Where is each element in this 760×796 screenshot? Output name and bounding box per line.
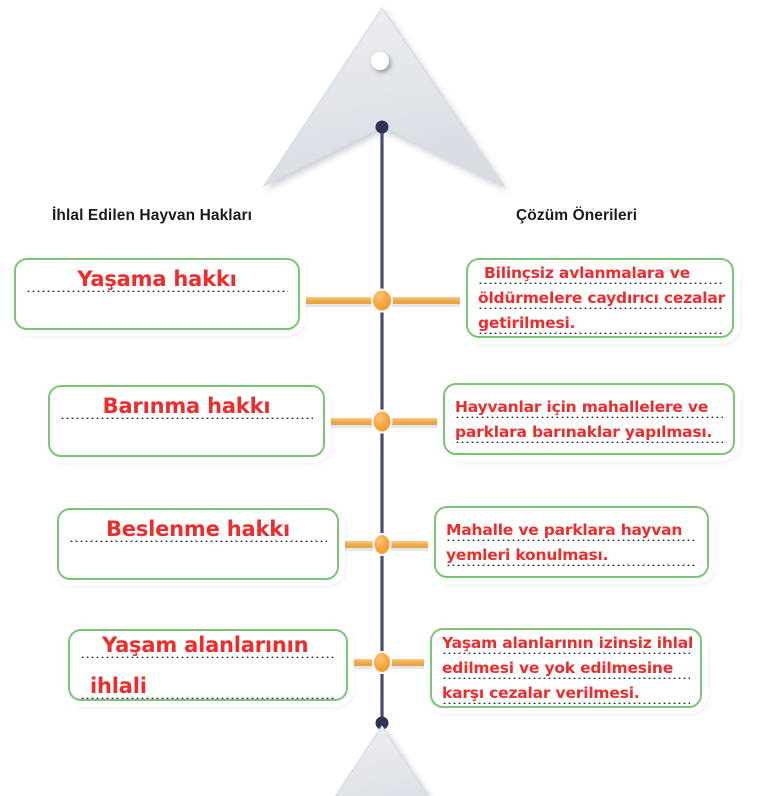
rib-row-2 (325, 418, 447, 428)
handwritten-text: Yaşam alanlarının (102, 632, 309, 657)
violated-right-card-4[interactable]: Yaşam alanlarının ihlali (68, 629, 348, 701)
ruled-line: Yaşama hakkı (26, 265, 288, 292)
solution-card-4[interactable]: Yaşam alanlarının izinsiz ihlal edilmesi… (430, 628, 702, 708)
ruled-line (60, 433, 313, 449)
rib-joint-node-2 (371, 409, 393, 434)
rib-joint-node-4 (372, 651, 392, 674)
column-heading-violated-rights: İhlal Edilen Hayvan Hakları (52, 207, 252, 224)
rib-row-1 (300, 297, 470, 307)
handwritten-text: getirilmesi. (478, 314, 576, 332)
spine-bottom-node (375, 716, 389, 730)
rib-row-3 (339, 541, 438, 551)
handwritten-text: Yaşama hakkı (77, 267, 237, 291)
ruled-line: Mahalle ve parklara hayvan (446, 517, 697, 541)
solution-card-2[interactable]: Hayvanlar için mahallelere ve parklara b… (443, 383, 735, 455)
handwritten-text: Mahalle ve parklara hayvan (446, 520, 683, 539)
ruled-line: Hayvanlar için mahallelere ve (455, 394, 723, 418)
fish-tail (334, 725, 430, 796)
ruled-line (26, 306, 288, 322)
ruled-line: öldürmelere caydırıcı cezalar (478, 286, 726, 309)
handwritten-text: Yaşam alanlarının izinsiz ihlal (442, 634, 694, 652)
ruled-line: Bilinçsiz avlanmalara ve (478, 261, 722, 284)
ruled-line: Yaşam alanlarının (80, 630, 336, 658)
handwritten-text: Barınma hakkı (102, 394, 271, 418)
handwritten-text: ihlali (90, 673, 147, 698)
rib-joint-node-3 (372, 533, 392, 556)
handwritten-text: Beslenme hakkı (105, 517, 291, 541)
handwritten-text: yemleri konulması. (446, 545, 609, 564)
rib-row-4 (348, 659, 434, 669)
fish-head (262, 7, 506, 188)
solution-card-3[interactable]: Mahalle ve parklara hayvan yemleri konul… (434, 506, 709, 578)
ruled-line: getirilmesi. (478, 311, 722, 334)
ruled-line: Beslenme hakkı (69, 515, 327, 542)
handwritten-text: edilmesi ve yok edilmesine (442, 659, 674, 677)
ruled-line: ihlali (80, 671, 336, 699)
rib-joint-node-1 (371, 288, 393, 313)
ruled-line: edilmesi ve yok edilmesine (442, 656, 690, 679)
ruled-line: parklara barınaklar yapılması. (455, 419, 723, 443)
ruled-line: Barınma hakkı (60, 392, 313, 419)
ruled-line: Yaşam alanlarının izinsiz ihlal (442, 631, 694, 654)
solution-card-1[interactable]: Bilinçsiz avlanmalara ve öldürmelere cay… (466, 258, 734, 338)
ruled-line: karşı cezalar verilmesi. (442, 681, 690, 704)
handwritten-text: Bilinçsiz avlanmalara ve (484, 264, 691, 282)
violated-right-card-3[interactable]: Beslenme hakkı (57, 508, 339, 580)
fish-eye (371, 52, 389, 70)
handwritten-text: karşı cezalar verilmesi. (442, 684, 640, 702)
handwritten-text: öldürmelere caydırıcı cezalar (478, 289, 726, 307)
column-heading-solutions: Çözüm Önerileri (516, 207, 638, 224)
handwritten-text: Hayvanlar için mahallelere ve (455, 397, 709, 416)
ruled-line (69, 556, 327, 572)
handwritten-text: parklara barınaklar yapılması. (455, 422, 713, 441)
violated-right-card-1[interactable]: Yaşama hakkı (14, 258, 300, 330)
violated-right-card-2[interactable]: Barınma hakkı (48, 385, 325, 457)
spine-top-node (375, 120, 389, 134)
ruled-line: yemleri konulması. (446, 542, 697, 566)
